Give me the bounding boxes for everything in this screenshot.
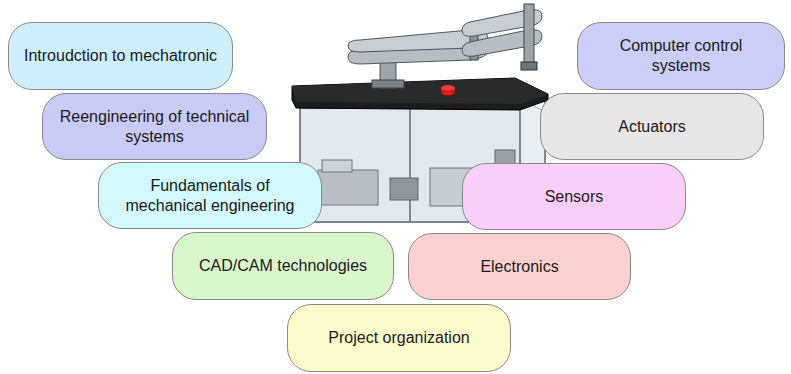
- topic-pill: Computer control systems: [577, 22, 785, 90]
- topic-label: Fundamentals of mechanical engineering: [113, 176, 307, 216]
- topic-pill: Project organization: [287, 304, 511, 372]
- topic-label: CAD/CAM technologies: [199, 256, 367, 276]
- topic-pill: Electronics: [408, 233, 631, 300]
- topic-label: Reengineering of technical systems: [57, 107, 252, 147]
- topic-pill: Reengineering of technical systems: [42, 93, 267, 160]
- topic-pill: Fundamentals of mechanical engineering: [98, 162, 322, 229]
- topic-pill: CAD/CAM technologies: [172, 232, 394, 300]
- topic-label: Project organization: [328, 328, 469, 348]
- topic-pill: Actuators: [540, 93, 764, 160]
- topic-label: Computer control systems: [592, 36, 770, 76]
- topic-pill: Introudction to mechatronic: [8, 22, 233, 90]
- topic-label: Introudction to mechatronic: [24, 46, 217, 66]
- topic-label: Actuators: [618, 117, 686, 137]
- topic-label: Sensors: [545, 187, 604, 207]
- topic-label: Electronics: [480, 257, 558, 277]
- topic-pill: Sensors: [462, 163, 686, 230]
